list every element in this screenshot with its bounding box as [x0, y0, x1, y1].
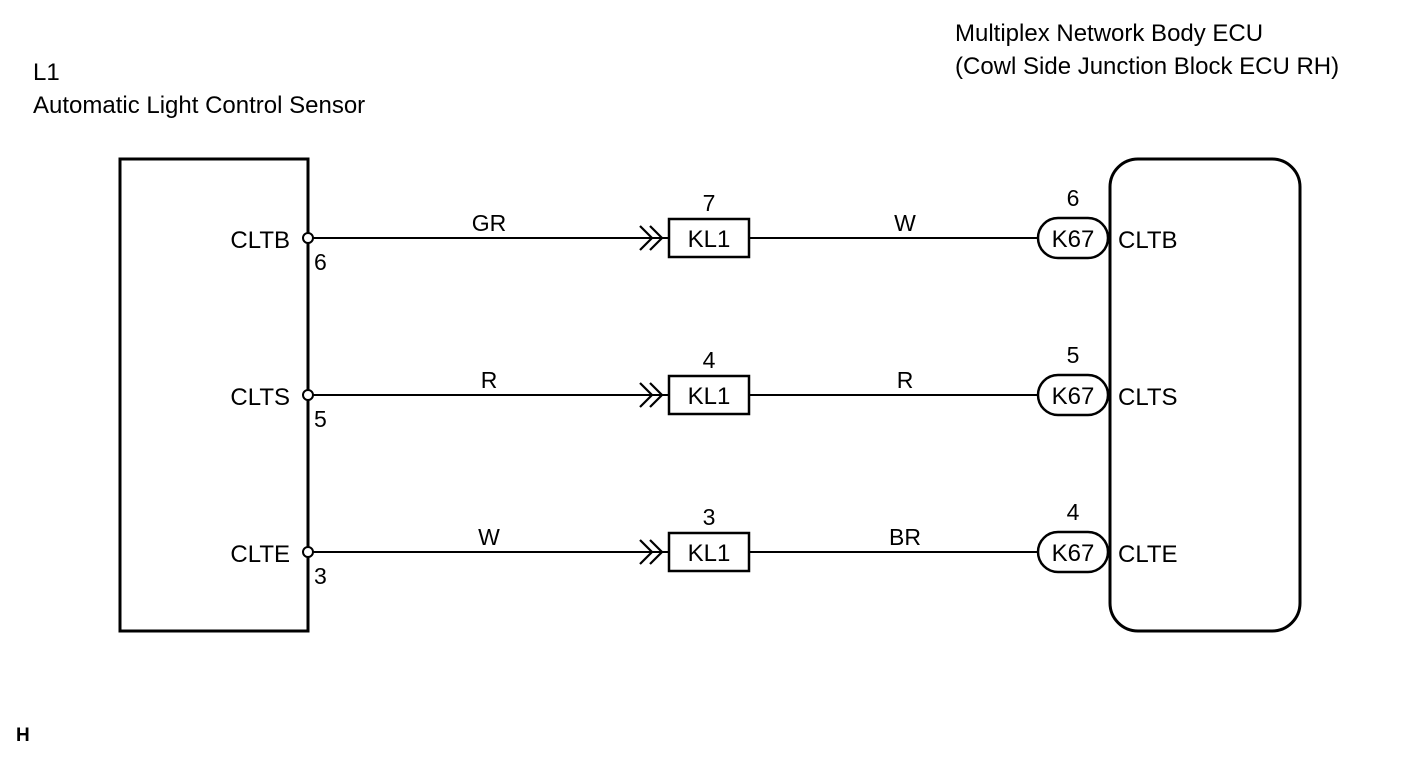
connector-chevron-icon	[639, 539, 664, 565]
connector-chevron-icon	[639, 225, 664, 251]
footer-mark: H	[16, 725, 30, 746]
ecu-connector-label: K67	[1052, 226, 1095, 253]
ecu-pin-number: 4	[1067, 499, 1080, 525]
wire-group: CLTB6GRKL17WK676CLTBCLTS5RKL14RK675CLTSC…	[230, 185, 1177, 589]
sensor-pin-number: 5	[314, 406, 327, 432]
ecu-connector-label: K67	[1052, 540, 1095, 567]
ecu-pin-number: 5	[1067, 342, 1080, 368]
connector-chevron-icon	[639, 382, 664, 408]
junction-connector-label: KL1	[688, 540, 731, 567]
sensor-terminal-label: CLTS	[230, 384, 290, 411]
ecu-pin-number: 6	[1067, 185, 1080, 211]
ecu-terminal-label: CLTB	[1118, 227, 1178, 254]
sensor-terminal-icon	[302, 232, 314, 244]
junction-connector-label: KL1	[688, 226, 731, 253]
left-component-code: L1	[33, 59, 60, 86]
wire-color-right: R	[897, 367, 914, 393]
wire-color-left: R	[481, 367, 498, 393]
ecu-connector-pill	[1036, 373, 1110, 417]
ecu-connector-label: K67	[1052, 383, 1095, 410]
sensor-pin-number: 3	[314, 563, 327, 589]
ecu-terminal-label: CLTS	[1118, 384, 1178, 411]
ecu-connector-pill	[1036, 530, 1110, 574]
sensor-terminal-icon	[302, 546, 314, 558]
left-component-name: Automatic Light Control Sensor	[33, 92, 365, 119]
sensor-terminal-icon	[302, 389, 314, 401]
ecu-box	[1108, 157, 1302, 633]
wire-color-left: W	[478, 524, 500, 550]
wire-color-right: BR	[889, 524, 921, 550]
ecu-terminal-label: CLTE	[1118, 541, 1178, 568]
junction-connector-box	[667, 217, 751, 259]
wire-color-left: GR	[472, 210, 507, 236]
right-component-name-line1: Multiplex Network Body ECU	[955, 20, 1263, 47]
junction-pin-number: 4	[703, 347, 716, 373]
junction-connector-box	[667, 531, 751, 573]
wire-color-right: W	[894, 210, 916, 236]
junction-connector-box	[667, 374, 751, 416]
ecu-connector-pill	[1036, 216, 1110, 260]
junction-pin-number: 7	[703, 190, 716, 216]
junction-connector-label: KL1	[688, 383, 731, 410]
junction-pin-number: 3	[703, 504, 716, 530]
sensor-terminal-label: CLTE	[230, 541, 290, 568]
right-component-name-line2: (Cowl Side Junction Block ECU RH)	[955, 53, 1339, 80]
sensor-pin-number: 6	[314, 249, 327, 275]
sensor-terminal-label: CLTB	[230, 227, 290, 254]
